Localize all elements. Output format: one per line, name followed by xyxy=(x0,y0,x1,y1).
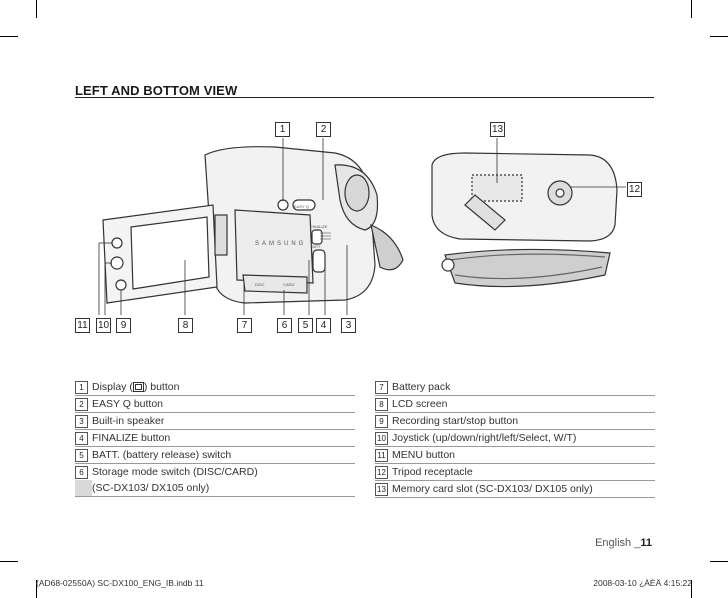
legend-label: Tripod receptacle xyxy=(392,463,655,481)
legend-number: 12 xyxy=(375,465,388,479)
crop-mark xyxy=(36,0,37,18)
legend-number: 8 xyxy=(375,397,388,411)
legend-number: 10 xyxy=(375,431,388,445)
legend-row: 11 MENU button xyxy=(375,446,655,464)
heading-rule xyxy=(75,97,654,98)
callout-9: 9 xyxy=(116,318,131,333)
crop-mark xyxy=(0,561,18,562)
callout-2: 2 xyxy=(316,122,331,137)
page-number: 11 xyxy=(640,537,652,549)
legend-row: 5 BATT. (battery release) switch xyxy=(75,446,355,464)
legend-row: 6 Storage mode switch (DISC/CARD) xyxy=(75,464,355,481)
legend-row: 9 Recording start/stop button xyxy=(375,412,655,430)
print-file-info: (AD68-02550A) SC-DX100_ENG_IB.indb 11 xyxy=(36,578,204,588)
crop-mark xyxy=(691,0,692,18)
crop-mark xyxy=(710,36,728,37)
callout-5: 5 xyxy=(298,318,313,333)
legend-label: LCD screen xyxy=(392,395,655,413)
finalize-text: FINALIZE xyxy=(310,224,328,229)
legend-label: Built-in speaker xyxy=(92,412,355,430)
crop-mark xyxy=(36,580,37,598)
legend-label: Battery pack xyxy=(392,379,655,396)
legend-row: 3 Built-in speaker xyxy=(75,412,355,430)
crop-mark xyxy=(710,561,728,562)
parts-legend-left: 1 Display ( ) button 2 EASY Q button 3 Bu… xyxy=(75,379,355,497)
legend-label: FINALIZE button xyxy=(92,429,355,447)
card-text: CARD xyxy=(283,282,294,287)
callout-12: 12 xyxy=(627,182,642,197)
legend-label: Display ( xyxy=(92,381,133,393)
legend-row-continuation: (SC-DX103/ DX105 only) xyxy=(75,480,355,497)
disc-text: DISC xyxy=(255,282,265,287)
callout-4: 4 xyxy=(316,318,331,333)
legend-row: 1 Display ( ) button xyxy=(75,379,355,396)
callout-6: 6 xyxy=(277,318,292,333)
legend-label: MENU button xyxy=(392,446,655,464)
legend-row: 8 LCD screen xyxy=(375,395,655,413)
parts-legend-right: 7 Battery pack 8 LCD screen 9 Recording … xyxy=(375,379,655,498)
legend-number: 11 xyxy=(375,448,388,462)
camcorder-bottom-view-illustration xyxy=(431,138,626,288)
callout-13: 13 xyxy=(490,122,505,137)
legend-label: (SC-DX103/ DX105 only) xyxy=(92,480,355,497)
callout-1: 1 xyxy=(275,122,290,137)
legend-number: 7 xyxy=(375,380,388,394)
legend-number: 3 xyxy=(75,414,88,428)
legend-label: BATT. (battery release) switch xyxy=(92,446,355,464)
legend-label: Memory card slot (SC-DX103/ DX105 only) xyxy=(392,480,655,498)
legend-row: 12 Tripod receptacle xyxy=(375,463,655,481)
legend-number: 9 xyxy=(375,414,388,428)
camcorder-left-view-illustration: SAMSUNG EASY Q FINALIZE BATT. DISC CARD xyxy=(98,138,404,315)
legend-row: 13 Memory card slot (SC-DX103/ DX105 onl… xyxy=(375,480,655,498)
legend-number: 13 xyxy=(375,482,388,496)
footer-language: English _ xyxy=(595,537,641,549)
print-date-info: 2008-03-10 ¿ÀÈÄ 4:15:22 xyxy=(593,578,692,588)
legend-label: ) button xyxy=(143,381,180,393)
legend-number: 1 xyxy=(75,380,88,394)
callout-11: 11 xyxy=(75,318,90,333)
legend-row: 7 Battery pack xyxy=(375,379,655,396)
callout-8: 8 xyxy=(178,318,193,333)
legend-number: 6 xyxy=(75,465,88,479)
legend-number: 5 xyxy=(75,448,88,462)
batt-text: BATT. xyxy=(311,244,322,249)
legend-number: 4 xyxy=(75,431,88,445)
legend-label: Joystick (up/down/right/left/Select, W/T… xyxy=(392,429,655,447)
easy-q-text: EASY Q xyxy=(294,204,309,209)
section-heading: LEFT AND BOTTOM VIEW xyxy=(75,83,238,98)
legend-row: 10 Joystick (up/down/right/left/Select, … xyxy=(375,429,655,447)
page-footer: English _11 xyxy=(595,537,652,549)
legend-label: Storage mode switch (DISC/CARD) xyxy=(92,466,258,478)
display-icon xyxy=(132,382,144,393)
legend-row: 2 EASY Q button xyxy=(75,395,355,413)
legend-row: 4 FINALIZE button xyxy=(75,429,355,447)
callout-7: 7 xyxy=(237,318,252,333)
legend-number: 2 xyxy=(75,397,88,411)
legend-label: Recording start/stop button xyxy=(392,412,655,430)
legend-label: EASY Q button xyxy=(92,395,355,413)
camera-brand-text: SAMSUNG xyxy=(255,241,306,247)
callout-10: 10 xyxy=(96,318,111,333)
crop-mark xyxy=(0,36,18,37)
crop-mark xyxy=(691,580,692,598)
callout-3: 3 xyxy=(341,318,356,333)
